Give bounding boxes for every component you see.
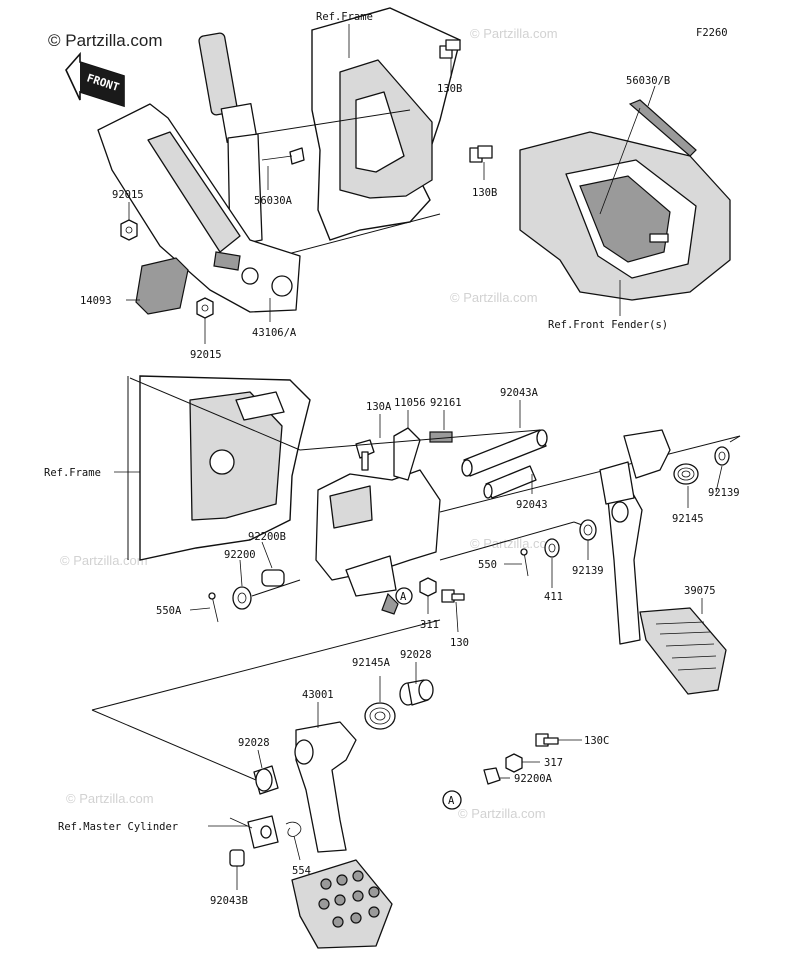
cotter-pin-550A [208,592,219,623]
ref-front-fender-label: Ref.Front Fender(s) [548,319,668,331]
watermark-top: © Partzilla.com [48,31,163,50]
label-130A: 130A [366,401,392,413]
label-92200B: 92200B [248,531,286,543]
pin-92043B [229,849,245,867]
front-arrow-icon: FRONT [65,51,125,108]
washer-92200A [483,767,501,785]
label-92139: 92139 [708,487,740,499]
cotter-pin-550 [520,548,529,577]
accelerator-pedal [599,429,727,695]
label-92043B: 92043B [210,895,248,907]
watermark: © Partzilla.com [66,791,154,806]
bushing-92028-lower [253,765,279,795]
bolt-130B-lower [469,145,493,163]
label-92139: 92139 [572,565,604,577]
label-92200: 92200 [224,549,256,561]
bolt-130 [441,589,465,603]
nut-92015-lower [196,297,214,319]
label-130: 130 [450,637,469,649]
watermark: © Partzilla.com [470,536,558,551]
watermark: © Partzilla.com [60,553,148,568]
label-92145A: 92145A [352,657,391,669]
watermark: © Partzilla.com [458,806,546,821]
label-56030B: 56030/B [626,75,670,87]
nut-92015-upper [120,219,138,241]
label-92161: 92161 [430,397,462,409]
label-56030A: 56030A [254,195,293,207]
watermark: © Partzilla.com [450,290,538,305]
clip-554 [285,821,302,837]
frame-left [127,375,311,561]
label-130C: 130C [584,735,609,747]
label-130B: 130B [437,83,462,95]
label-92015: 92015 [112,189,144,201]
label-92200A: 92200A [514,773,553,785]
label-11056: 11056 [394,397,426,409]
watermark: © Partzilla.com [470,26,558,41]
label-130B: 130B [472,187,497,199]
label-43106A: 43106/A [252,327,297,339]
bracket-14093 [135,257,189,315]
decal-56030B [628,99,697,157]
ref-frame-top-label: Ref.Frame [316,11,373,23]
spring-92145A [364,702,396,730]
label-92043: 92043 [516,499,548,511]
shaft-92043 [483,465,537,499]
callout-a-marker: A [395,587,413,605]
nut-317 [505,753,523,773]
parking-brake-lever [198,32,263,247]
front-fender [519,131,731,301]
washer-411 [544,538,560,558]
callout-a-marker: A [442,790,462,810]
label-554: 554 [292,865,311,877]
pedal-bracket [315,427,441,615]
label-411: 411 [544,591,563,603]
brake-pedal [291,721,393,949]
label-92043A: 92043A [500,387,539,399]
label-14093: 14093 [80,295,112,307]
shaft-92043A [461,429,548,477]
diagram-code: F2260 [696,27,728,39]
clevis-master-cylinder [229,815,279,849]
bolt-130C [535,733,559,747]
spacer-92161 [429,431,453,443]
frame-top [249,7,461,261]
bolt-130B-upper [439,39,461,59]
bushing-92200B [261,569,285,587]
label-550: 550 [478,559,497,571]
svg-text:A: A [448,795,455,807]
label-317: 317 [544,757,563,769]
clip-56030A [261,147,305,165]
label-43001: 43001 [302,689,334,701]
washer-92139-right [714,446,730,466]
label-92028: 92028 [400,649,432,661]
spring-92145 [673,463,699,485]
label-39075: 39075 [684,585,716,597]
label-92028: 92028 [238,737,270,749]
bushing-92028-upper [399,679,434,706]
nut-311 [419,577,437,597]
svg-text:A: A [400,591,407,603]
label-92015: 92015 [190,349,222,361]
washer-92139-left [579,519,597,541]
washer-92200 [232,586,252,610]
label-92145: 92145 [672,513,704,525]
ref-master-cylinder-label: Ref.Master Cylinder [58,821,178,833]
ref-frame-left-label: Ref.Frame [44,467,101,479]
brake-bracket [97,103,301,313]
label-550A: 550A [156,605,182,617]
